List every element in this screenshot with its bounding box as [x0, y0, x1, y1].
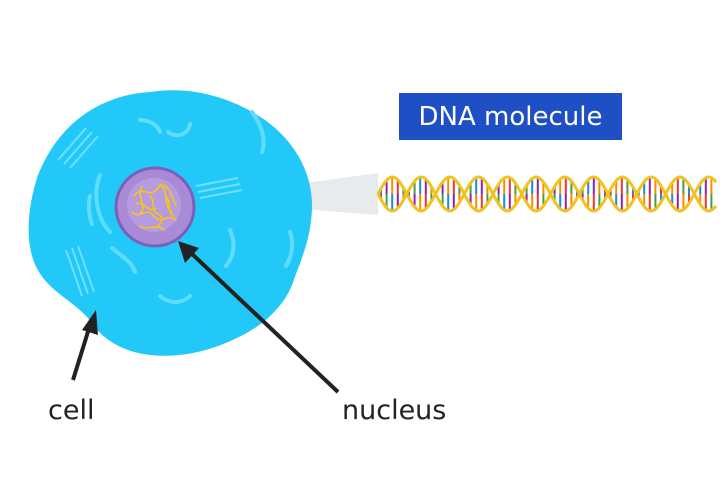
arrow-nucleus-head — [178, 241, 199, 263]
arrow-cell-head — [82, 310, 98, 335]
cell-label: cell — [48, 395, 95, 426]
cell-membrane-stripes — [57, 127, 243, 297]
chromatin — [131, 183, 177, 231]
dna-backbone-strand-a — [376, 175, 718, 213]
arrow-nucleus-shaft — [188, 250, 340, 394]
nucleus-inner — [127, 178, 181, 232]
dna-backbone-strand-b — [376, 175, 718, 213]
arrow-to-nucleus — [178, 241, 340, 394]
dna-double-helix-icon — [376, 175, 718, 213]
nucleus-label: nucleus — [342, 395, 447, 426]
dna-molecule-title: DNA molecule — [399, 93, 622, 140]
arrow-to-cell — [71, 310, 98, 381]
cell-organelles — [86, 110, 295, 304]
nucleus-illustration — [114, 166, 196, 248]
